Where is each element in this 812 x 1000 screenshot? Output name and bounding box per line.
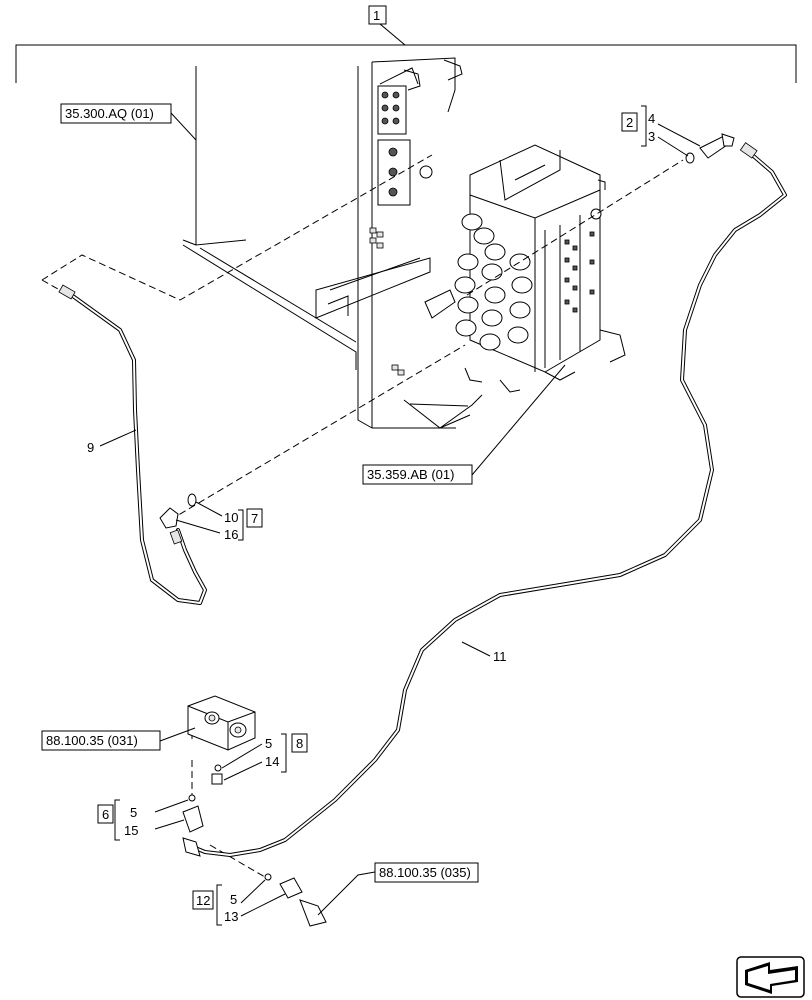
kit-2-item-3: 3 (648, 129, 655, 144)
assembly-number: 1 (373, 8, 380, 23)
connection-lines (41, 154, 684, 881)
ref-frame-text: 35.300.AQ (01) (65, 106, 154, 121)
kit-8-item-5: 5 (265, 736, 272, 751)
ref-sensor-text: 88.100.35 (035) (379, 865, 471, 880)
ref-sensor: 88.100.35 (035) (317, 862, 479, 916)
kit-7-item-10: 10 (224, 510, 238, 525)
kit-6-item-15: 15 (124, 823, 138, 838)
callout-hose-9: 9 (87, 440, 94, 455)
frame-structure (182, 57, 483, 429)
ref-control-valve: 35.359.AB (01) (362, 364, 566, 485)
kit-12-item-5: 5 (230, 892, 237, 907)
ref-control-valve-text: 35.359.AB (01) (367, 467, 454, 482)
fitting-kit-8: 8 5 14 (211, 733, 308, 785)
kit-6-item-5: 5 (130, 805, 137, 820)
fitting-kit-6: 6 5 15 (97, 794, 204, 857)
assembly-bracket: 1 (15, 5, 797, 83)
kit-6-number: 6 (102, 807, 109, 822)
solenoid-valve: 88.100.35 (031) (41, 695, 256, 751)
kit-7-number: 7 (251, 511, 258, 526)
ref-solenoid-valve-text: 88.100.35 (031) (46, 733, 138, 748)
control-valve-block (454, 144, 626, 393)
hose-11: 11 (186, 142, 787, 857)
fitting-kit-7: 7 10 16 (159, 493, 263, 542)
hose-9: 9 (58, 284, 207, 605)
kit-8-item-14: 14 (265, 754, 279, 769)
fitting-kit-2: 2 4 3 (621, 105, 735, 164)
callout-hose-11: 11 (493, 649, 507, 664)
arrow-left-icon[interactable] (736, 956, 805, 998)
kit-12-number: 12 (196, 893, 210, 908)
kit-2-item-4: 4 (648, 111, 655, 126)
kit-7-item-16: 16 (224, 527, 238, 542)
kit-12-item-13: 13 (224, 909, 238, 924)
ref-frame: 35.300.AQ (01) (60, 103, 197, 141)
fitting-kit-12: 12 5 13 (192, 873, 327, 927)
kit-2-number: 2 (626, 115, 633, 130)
kit-8-number: 8 (296, 736, 303, 751)
